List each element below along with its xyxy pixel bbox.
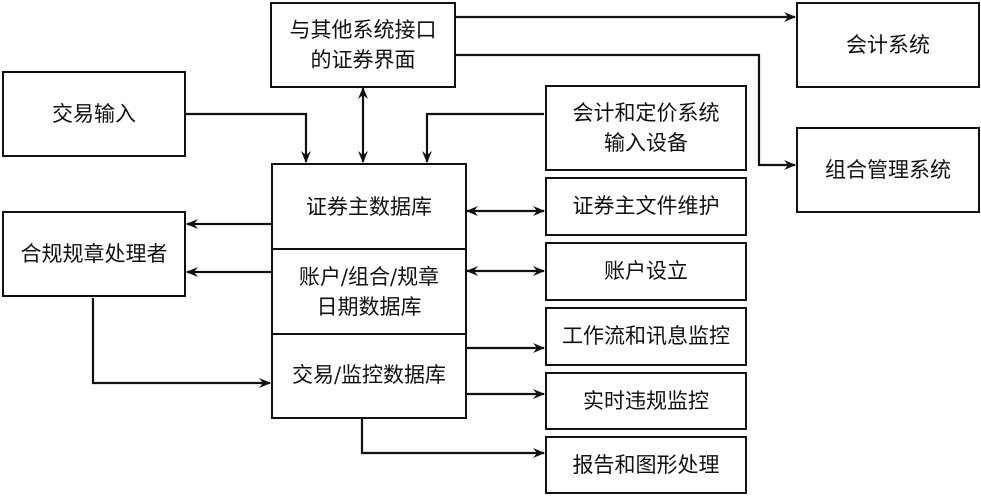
node-pricing-input: 会计和定价系统 输入设备 bbox=[545, 85, 747, 171]
node-securities-master-db: 证券主数据库 bbox=[273, 165, 465, 250]
node-account-setup: 账户设立 bbox=[545, 242, 747, 301]
node-workflow-monitoring-label: 工作流和讯息监控 bbox=[562, 324, 730, 349]
node-securities-master-db-label: 证券主数据库 bbox=[306, 195, 432, 220]
node-trades-monitor-db: 交易/监控数据库 bbox=[273, 333, 465, 416]
node-account-setup-label: 账户设立 bbox=[604, 259, 688, 284]
node-master-file-maintenance: 证券主文件维护 bbox=[545, 177, 747, 236]
node-trades-monitor-db-label: 交易/监控数据库 bbox=[291, 363, 447, 388]
node-accounts-db: 账户/组合/规章 日期数据库 bbox=[273, 248, 465, 334]
node-compliance-processor: 合规规章处理者 bbox=[2, 211, 186, 297]
edge-compliance-to-trades-db bbox=[91, 298, 271, 388]
node-pricing-input-line-2: 输入设备 bbox=[604, 131, 688, 155]
database-stack: 证券主数据库 账户/组合/规章 日期数据库 交易/监控数据库 bbox=[271, 163, 467, 419]
node-accounts-db-line-2: 日期数据库 bbox=[316, 295, 422, 319]
edge-tradeinput-to-securities-db bbox=[186, 112, 311, 163]
node-interface-line-2: 的证券界面 bbox=[310, 48, 416, 72]
node-workflow-monitoring: 工作流和讯息监控 bbox=[545, 307, 747, 366]
node-realtime-violation-monitoring: 实时违规监控 bbox=[545, 372, 747, 430]
node-realtime-violation-monitoring-label: 实时违规监控 bbox=[583, 388, 709, 413]
node-compliance-processor-label: 合规规章处理者 bbox=[20, 241, 168, 266]
node-pricing-input-line-1: 会计和定价系统 bbox=[572, 100, 720, 125]
node-accounting-system-label: 会计系统 bbox=[846, 32, 930, 57]
node-trade-input-label: 交易输入 bbox=[52, 101, 136, 126]
node-interface-line-1: 与其他系统接口 bbox=[289, 17, 437, 42]
node-accounting-system: 会计系统 bbox=[796, 2, 980, 88]
node-reports-graphics-label: 报告和图形处理 bbox=[572, 452, 720, 477]
node-trade-input: 交易输入 bbox=[2, 71, 186, 157]
node-accounts-db-line-1: 账户/组合/规章 bbox=[298, 264, 440, 289]
node-interface: 与其他系统接口 的证券界面 bbox=[270, 2, 456, 88]
node-master-file-maintenance-label: 证券主文件维护 bbox=[572, 194, 720, 219]
node-portfolio-management-label: 组合管理系统 bbox=[825, 157, 951, 182]
edge-pricing-to-securities-db bbox=[422, 112, 544, 163]
node-portfolio-management: 组合管理系统 bbox=[796, 127, 980, 213]
node-reports-graphics: 报告和图形处理 bbox=[545, 436, 747, 494]
edge-trades-db-to-reports bbox=[360, 419, 545, 458]
edge-interface-to-portfolio bbox=[455, 53, 796, 170]
